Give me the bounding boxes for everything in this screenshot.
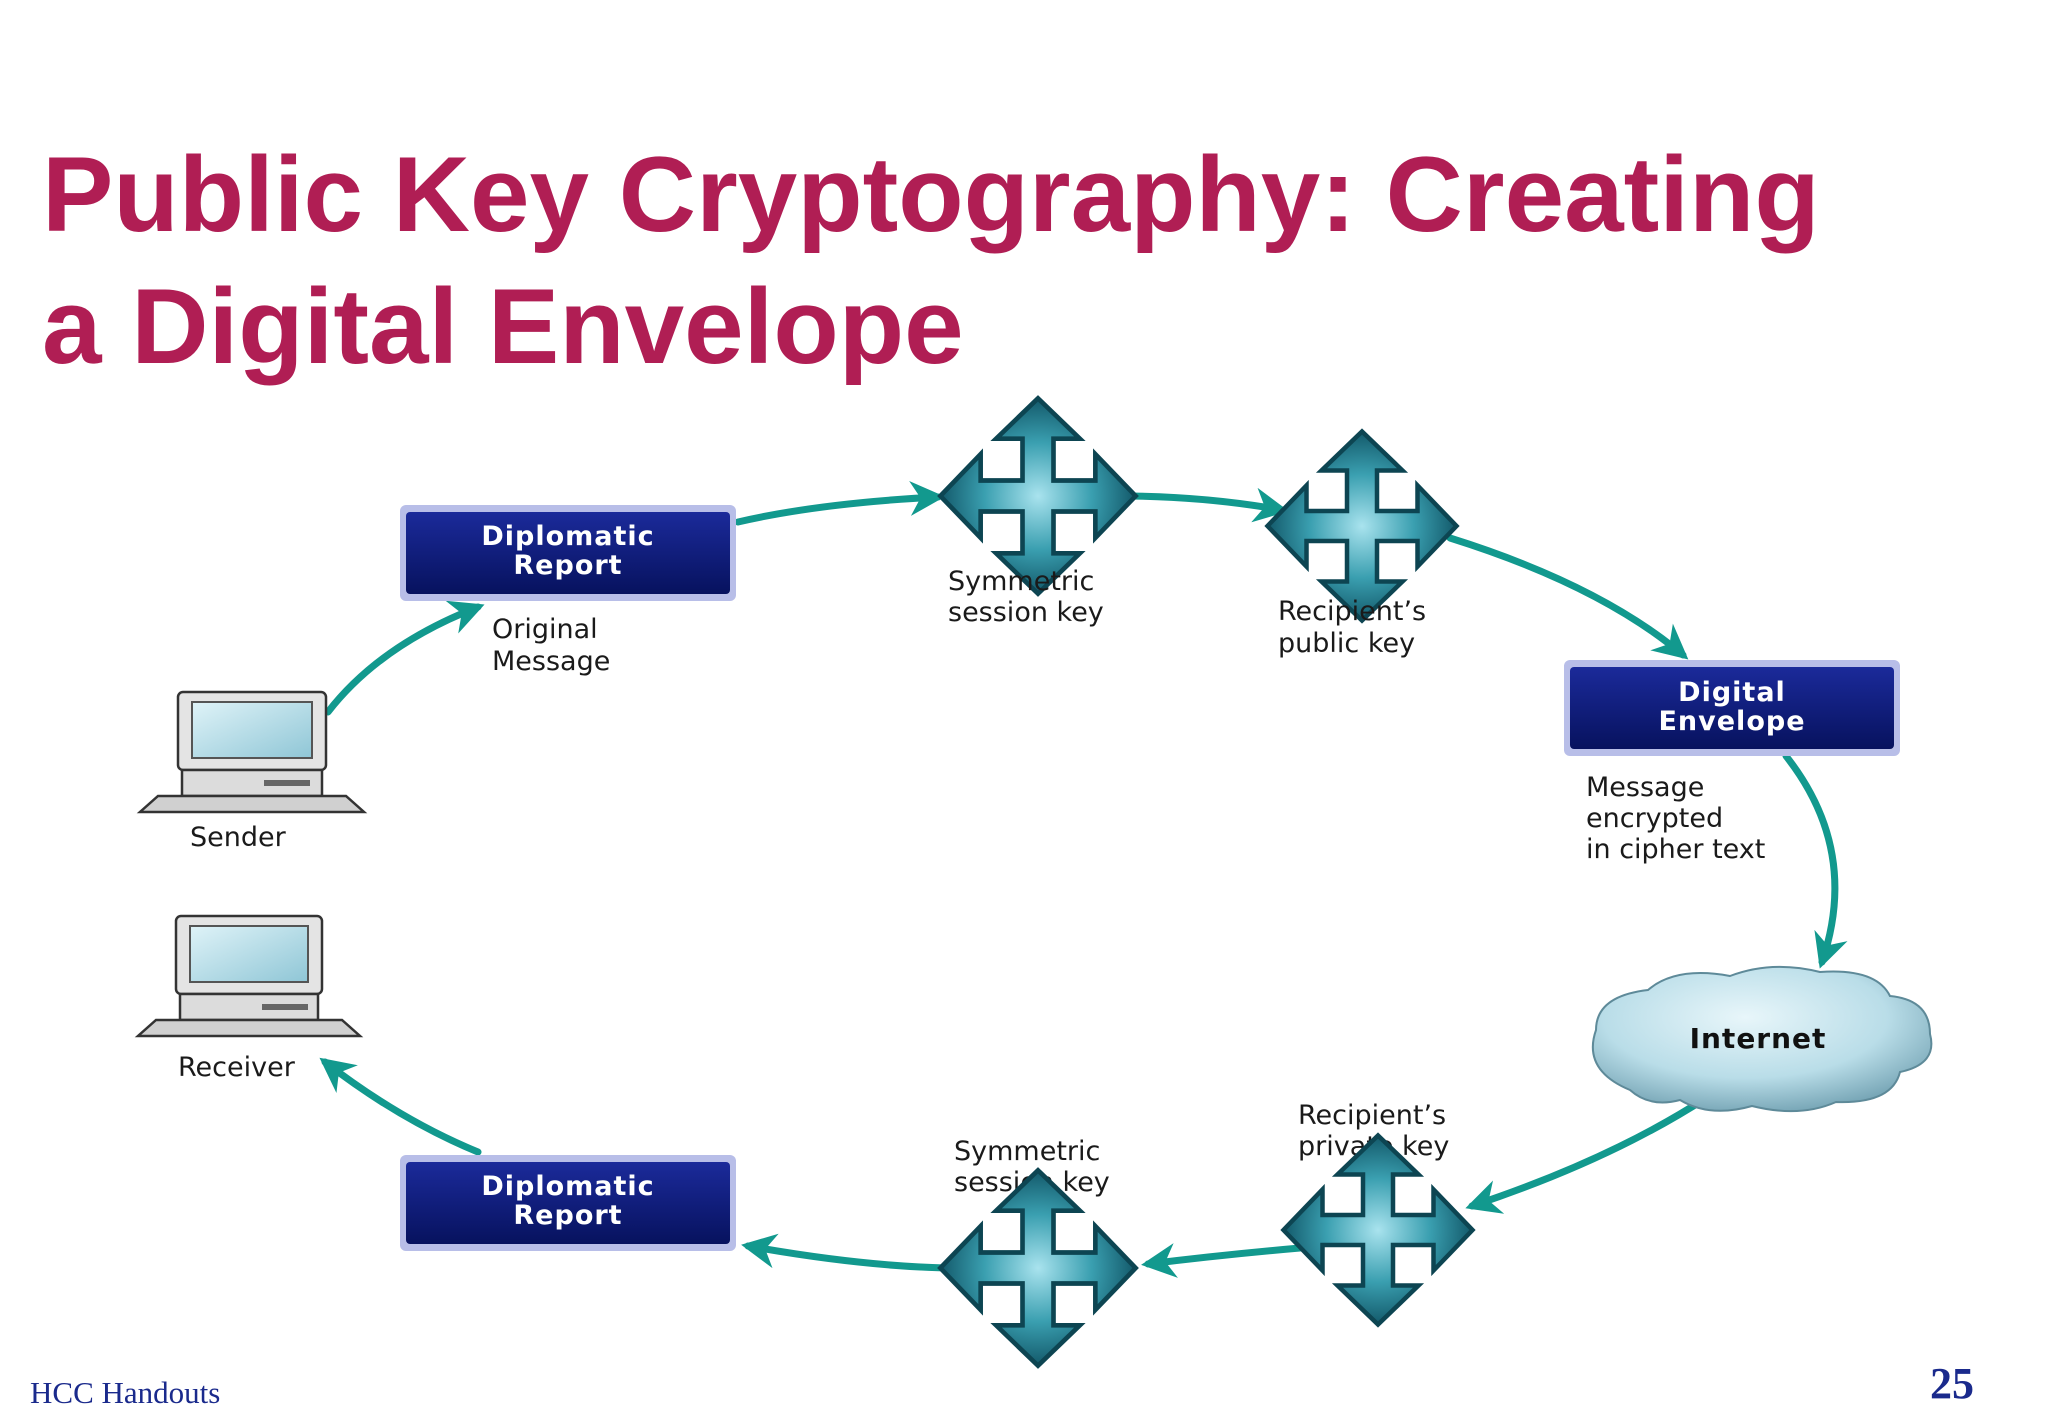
sender-label: Sender	[190, 822, 287, 853]
symmetric-key-top-icon	[937, 395, 1139, 597]
original-message-line1: Original	[492, 614, 598, 645]
arrow-sender-to-report	[324, 600, 485, 716]
arrow-public-key-to-envelope	[1446, 534, 1689, 660]
private-key-icon	[1280, 1132, 1476, 1328]
arrow-private-key-to-session-key	[1141, 1243, 1304, 1278]
arrow-report-to-receiver	[319, 1057, 482, 1156]
report-bottom-line1: Diplomatic	[481, 1171, 654, 1202]
title-line-1: Public Key Cryptography: Creating	[42, 134, 1820, 254]
page-title: Public Key Cryptography: Creating a Digi…	[42, 128, 1942, 392]
report-top-line1: Diplomatic	[481, 521, 654, 552]
envelope-caption-line3: in cipher text	[1586, 834, 1765, 865]
receiver-computer-icon	[134, 914, 364, 1038]
page-number: 25	[1930, 1359, 1974, 1408]
original-message-line2: Message	[492, 646, 610, 677]
symmetric-key-top-line2: session key	[948, 597, 1104, 628]
sender-computer-icon	[136, 690, 368, 814]
internet-label: Internet	[1690, 1022, 1827, 1055]
title-line-2: a Digital Envelope	[42, 266, 964, 386]
envelope-caption-line1: Message	[1586, 772, 1704, 803]
footer-text: HCC Handouts	[30, 1375, 221, 1410]
arrow-session-key-to-public-key	[1126, 487, 1289, 523]
flow-arrows	[319, 480, 1848, 1278]
digital-envelope-box: Digital Envelope	[1564, 660, 1900, 756]
private-key-line1: Recipient’s	[1298, 1100, 1446, 1131]
arrow-internet-to-private-key	[1465, 1094, 1710, 1214]
arrow-session-key-to-report	[741, 1233, 950, 1272]
arrow-envelope-to-internet	[1782, 752, 1848, 969]
public-key-icon	[1264, 428, 1460, 624]
symmetric-key-top-line1: Symmetric	[948, 566, 1094, 597]
arrow-report-to-session-key	[734, 480, 945, 526]
envelope-line2: Envelope	[1658, 706, 1805, 737]
symmetric-key-bottom-icon	[937, 1167, 1139, 1369]
report-bottom-line2: Report	[513, 1200, 622, 1231]
receiver-label: Receiver	[178, 1052, 296, 1083]
public-key-line1: Recipient’s	[1278, 596, 1426, 627]
report-top-line2: Report	[513, 550, 622, 581]
envelope-caption-line2: encrypted	[1586, 803, 1723, 834]
diplomatic-report-bottom-box: Diplomatic Report	[400, 1155, 736, 1251]
diplomatic-report-top-box: Diplomatic Report	[400, 505, 736, 601]
internet-cloud-icon: Internet	[1591, 965, 1933, 1113]
public-key-line2: public key	[1278, 628, 1415, 659]
symmetric-key-bottom-line1: Symmetric	[954, 1136, 1100, 1167]
envelope-line1: Digital	[1678, 677, 1786, 708]
